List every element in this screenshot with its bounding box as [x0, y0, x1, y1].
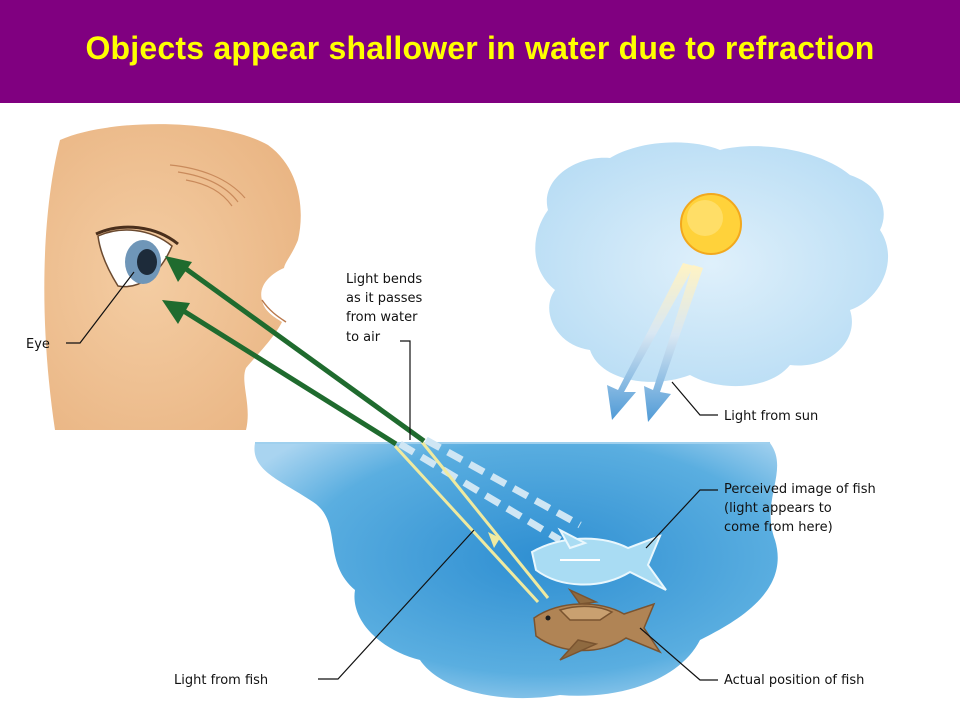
- fish-icon: [533, 588, 662, 661]
- fish-ray-arrowhead: [488, 532, 500, 548]
- refracted-ray-green: [180, 263, 426, 447]
- label-eye: Eye: [26, 337, 50, 352]
- virtual-ray-lines: [398, 436, 582, 544]
- green-arrowhead-upper: [165, 256, 192, 282]
- fish-light-rays: [393, 441, 550, 604]
- label-perceived-image-2: (light appears to: [724, 501, 832, 516]
- label-perceived-image-3: come from here): [724, 520, 833, 535]
- label-light-from-fish: Light from fish: [174, 673, 268, 688]
- title-banner: Objects appear shallower in water due to…: [0, 0, 960, 103]
- sun-light-beams: [607, 263, 703, 422]
- fish-outline-icon: [530, 527, 667, 591]
- label-light-bends-1: Light bends: [346, 272, 422, 287]
- page-title: Objects appear shallower in water due to…: [85, 30, 875, 66]
- label-actual-position: Actual position of fish: [724, 673, 864, 688]
- green-arrowhead-lower: [162, 300, 190, 324]
- sky-cloud: [535, 142, 889, 387]
- face-illustration: [44, 124, 301, 430]
- sun-icon: [680, 193, 742, 255]
- label-perceived-image-1: Perceived image of fish: [724, 482, 876, 497]
- label-light-bends-4: to air: [346, 330, 381, 345]
- label-light-bends-3: from water: [346, 310, 418, 325]
- eye-icon: [95, 225, 179, 288]
- water-body: [254, 443, 778, 699]
- label-light-from-sun: Light from sun: [724, 409, 818, 424]
- label-light-bends-2: as it passes: [346, 291, 422, 306]
- leader-lines: [66, 271, 718, 681]
- refraction-diagram: Eye Light bends as it passes from water …: [26, 124, 889, 699]
